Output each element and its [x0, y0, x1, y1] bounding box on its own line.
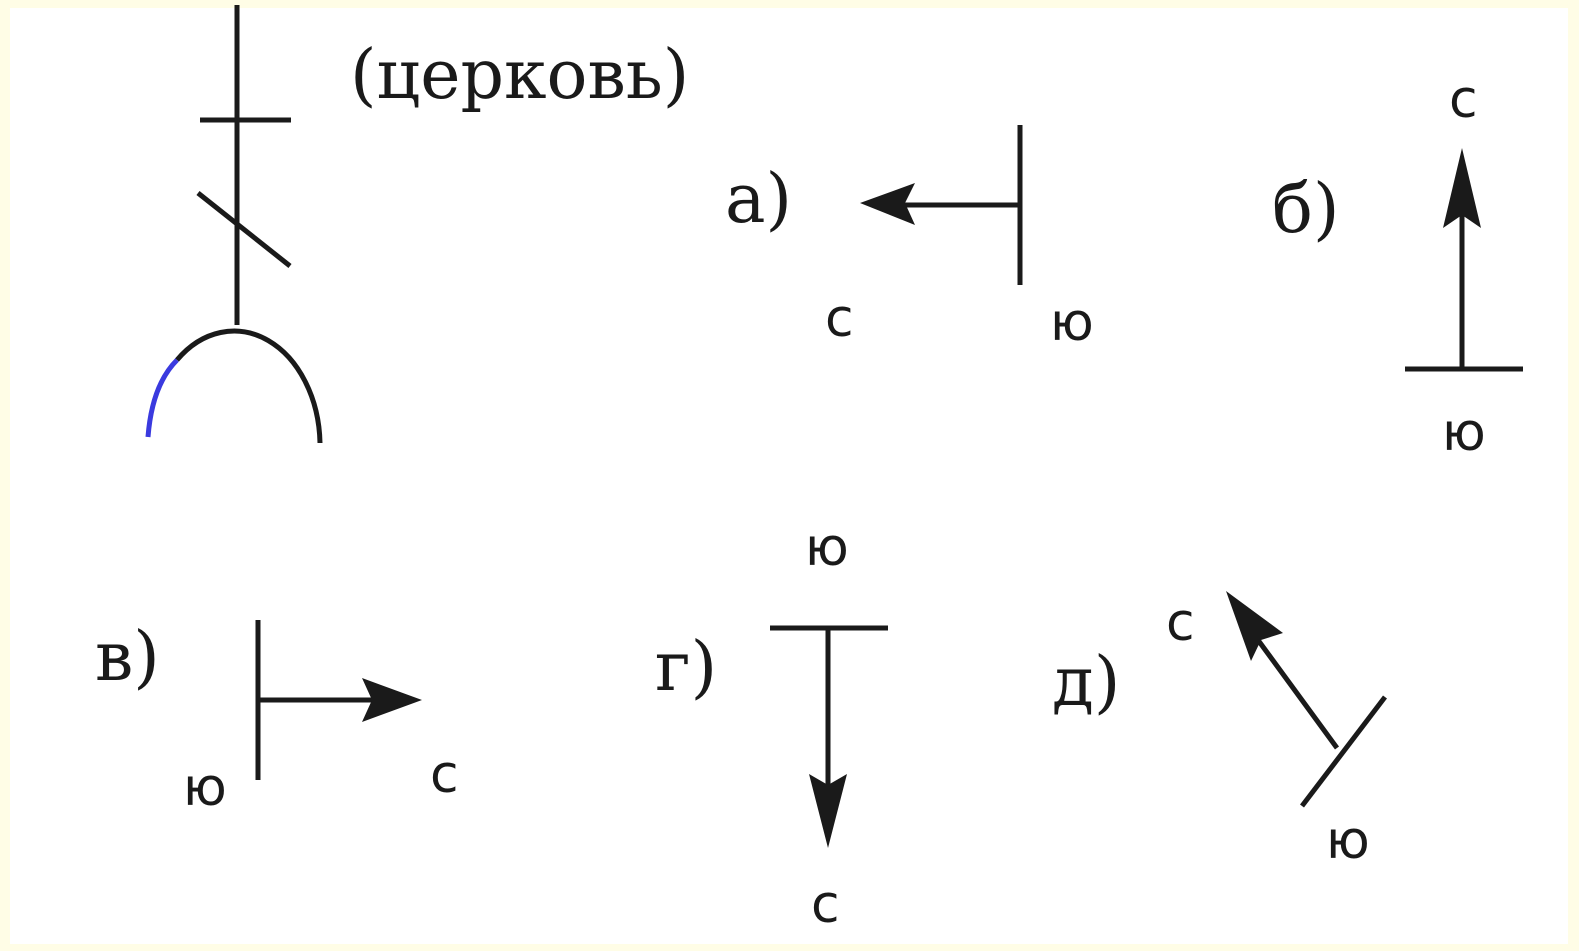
panel-v: в) ю с: [95, 618, 459, 818]
panel-v-arrowhead: [362, 678, 422, 722]
panel-d-arrowhead: [1226, 591, 1283, 661]
church-caption: (церковь): [350, 36, 689, 115]
church-cross-slant-bar: [196, 191, 292, 268]
panel-b: б) с ю: [1272, 70, 1523, 463]
panel-v-label: в): [95, 618, 160, 697]
panel-d-south-letter: ю: [1326, 811, 1370, 871]
paper-sheet: [10, 8, 1568, 944]
panel-b-label: б): [1272, 170, 1339, 249]
panel-g-north-letter: с: [811, 875, 840, 935]
panel-g-label: г): [655, 628, 717, 707]
church-dome-arc: [175, 328, 323, 444]
church-dome-arc-accent: [145, 358, 179, 438]
panel-a-north-letter: с: [825, 289, 854, 349]
panel-d-label: д): [1052, 643, 1120, 722]
panel-v-south-letter: ю: [183, 758, 227, 818]
panel-d: д) с ю: [1052, 591, 1387, 871]
panel-a: а) с ю: [725, 125, 1094, 353]
panel-d-arrow-shaft: [1255, 638, 1340, 750]
panel-g: г) ю с: [655, 518, 888, 935]
panel-a-arrowhead: [860, 183, 915, 225]
panel-a-label: а): [725, 160, 792, 239]
panel-b-south-letter: ю: [1442, 403, 1486, 463]
panel-b-arrowhead: [1443, 148, 1481, 228]
panel-d-north-letter: с: [1166, 593, 1195, 653]
panel-b-north-letter: с: [1449, 70, 1478, 130]
panel-v-north-letter: с: [430, 745, 459, 805]
panel-g-south-letter: ю: [805, 518, 849, 578]
panel-a-south-letter: ю: [1050, 293, 1094, 353]
panel-g-arrowhead: [809, 774, 847, 848]
panel-d-south-bar: [1300, 695, 1387, 808]
church-symbol: [145, 5, 323, 444]
